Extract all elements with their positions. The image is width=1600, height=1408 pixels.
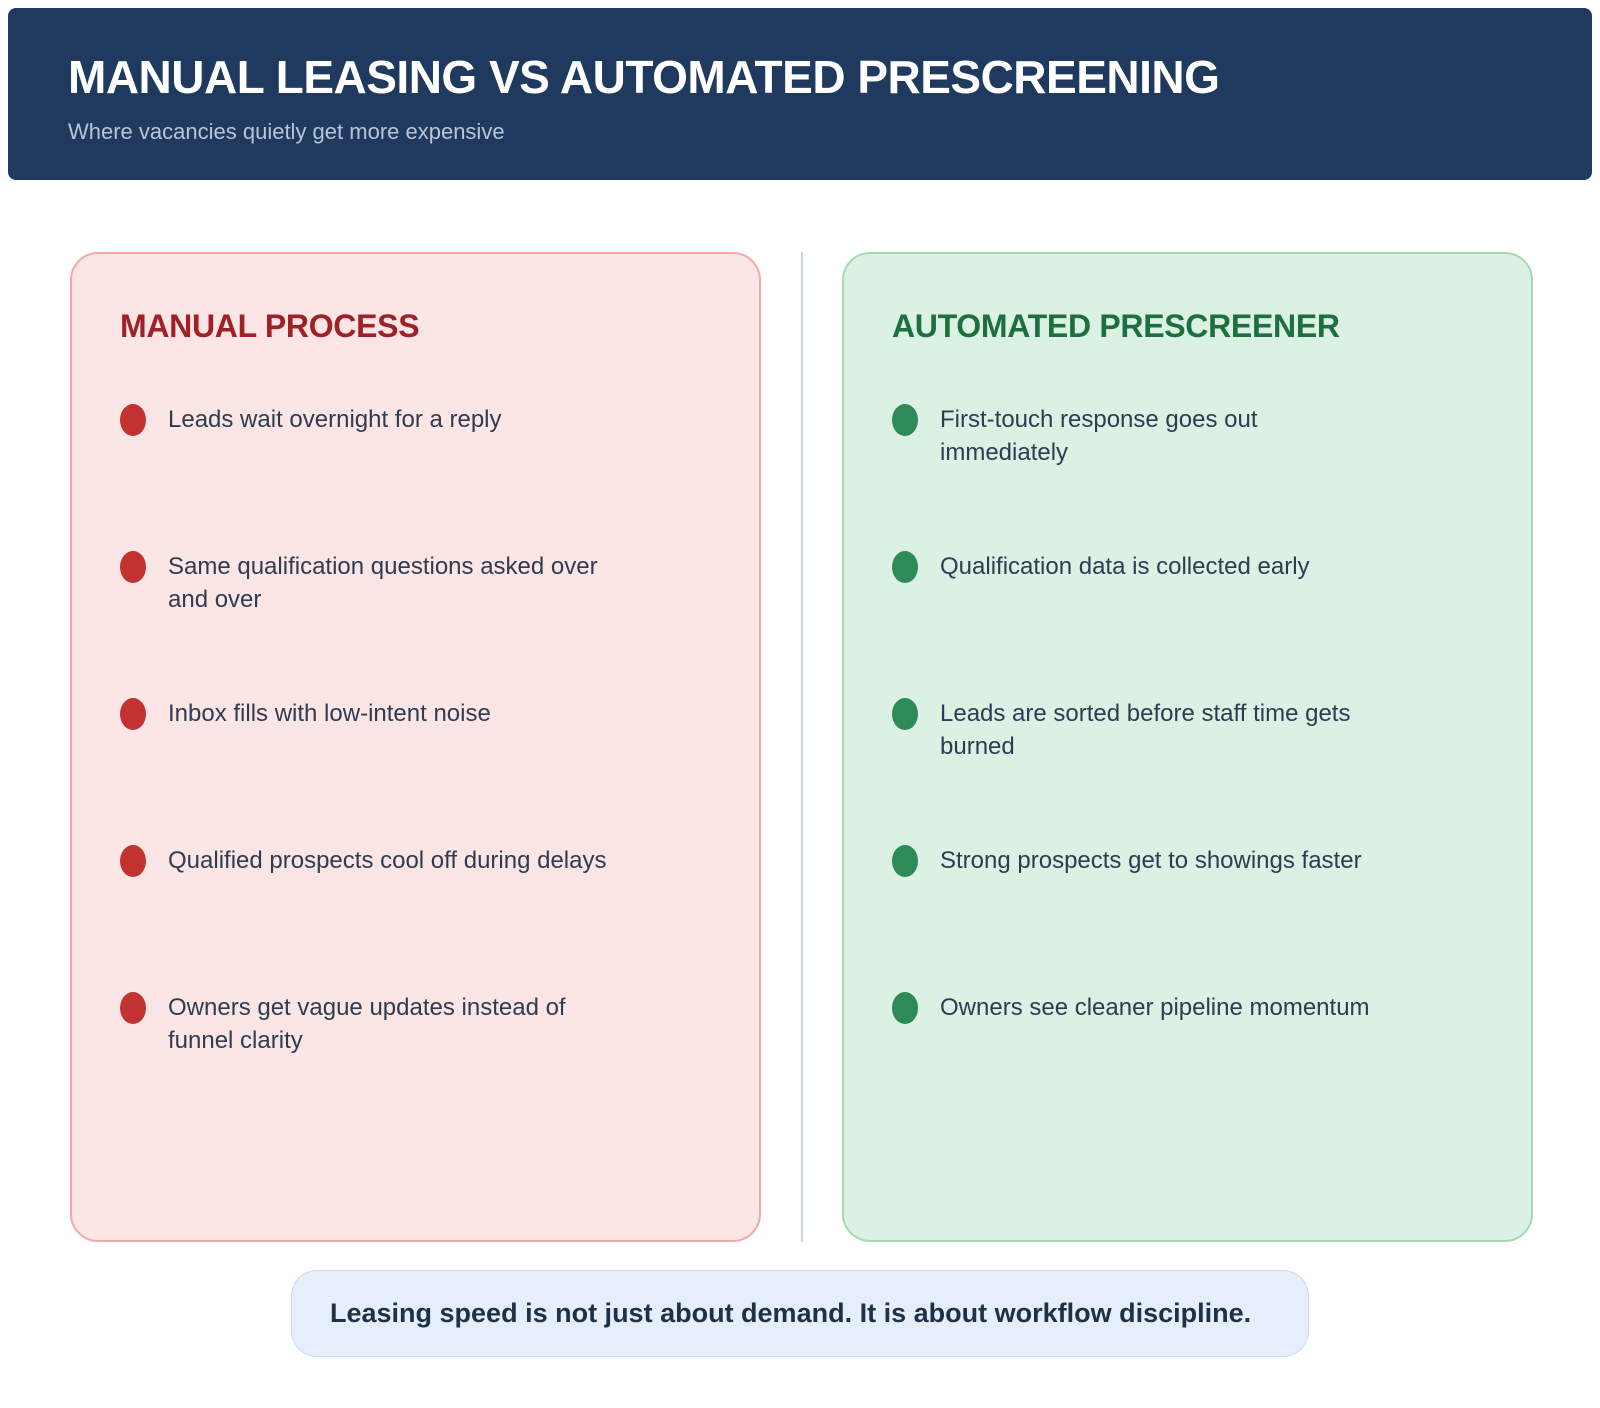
list-item-text: Owners see cleaner pipeline momentum [940,994,1370,1021]
automated-prescreener-list: First-touch response goes out immediatel… [892,403,1491,1138]
list-item-text: First-touch response goes out immediatel… [940,406,1258,466]
comparison-section: MANUAL PROCESS Leads wait overnight for … [70,252,1600,1242]
column-gap [761,252,842,1242]
automated-prescreener-card: AUTOMATED PRESCREENER First-touch respon… [842,252,1533,1242]
page-title: MANUAL LEASING VS AUTOMATED PRESCREENING [68,51,1220,103]
green-dot-icon [892,551,918,583]
list-item-text: Qualification data is collected early [940,553,1310,580]
vertical-divider [800,252,803,1242]
list-item: Owners see cleaner pipeline momentum [892,991,1491,1138]
list-item: Inbox fills with low-intent noise [120,697,719,844]
manual-process-title: MANUAL PROCESS [120,308,420,344]
red-dot-icon [120,551,146,583]
list-item: Leads are sorted before staff time gets … [892,697,1491,844]
red-dot-icon [120,992,146,1024]
list-item-text: Same qualification questions asked over … [168,553,598,613]
green-dot-icon [892,698,918,730]
red-dot-icon [120,404,146,436]
list-item: Qualification data is collected early [892,550,1491,697]
list-item-text: Leads are sorted before staff time gets … [940,700,1351,760]
manual-process-card: MANUAL PROCESS Leads wait overnight for … [70,252,761,1242]
green-dot-icon [892,404,918,436]
list-item: Leads wait overnight for a reply [120,403,719,550]
red-dot-icon [120,845,146,877]
list-item-text: Strong prospects get to showings faster [940,847,1362,874]
list-item: Owners get vague updates instead of funn… [120,991,719,1138]
list-item-text: Inbox fills with low-intent noise [168,700,491,727]
summary-note: Leasing speed is not just about demand. … [330,1298,1252,1328]
automated-prescreener-title: AUTOMATED PRESCREENER [892,308,1340,344]
list-item: Qualified prospects cool off during dela… [120,844,719,991]
list-item-text: Owners get vague updates instead of funn… [168,994,566,1054]
list-item: Strong prospects get to showings faster [892,844,1491,991]
header-banner: MANUAL LEASING VS AUTOMATED PRESCREENING… [8,8,1592,180]
list-item-text: Leads wait overnight for a reply [168,406,502,433]
green-dot-icon [892,845,918,877]
summary-callout: Leasing speed is not just about demand. … [291,1270,1309,1357]
list-item-text: Qualified prospects cool off during dela… [168,847,607,874]
list-item: Same qualification questions asked over … [120,550,719,697]
green-dot-icon [892,992,918,1024]
page-subtitle: Where vacancies quietly get more expensi… [68,118,505,144]
red-dot-icon [120,698,146,730]
list-item: First-touch response goes out immediatel… [892,403,1491,550]
manual-process-list: Leads wait overnight for a reply Same qu… [120,403,719,1138]
